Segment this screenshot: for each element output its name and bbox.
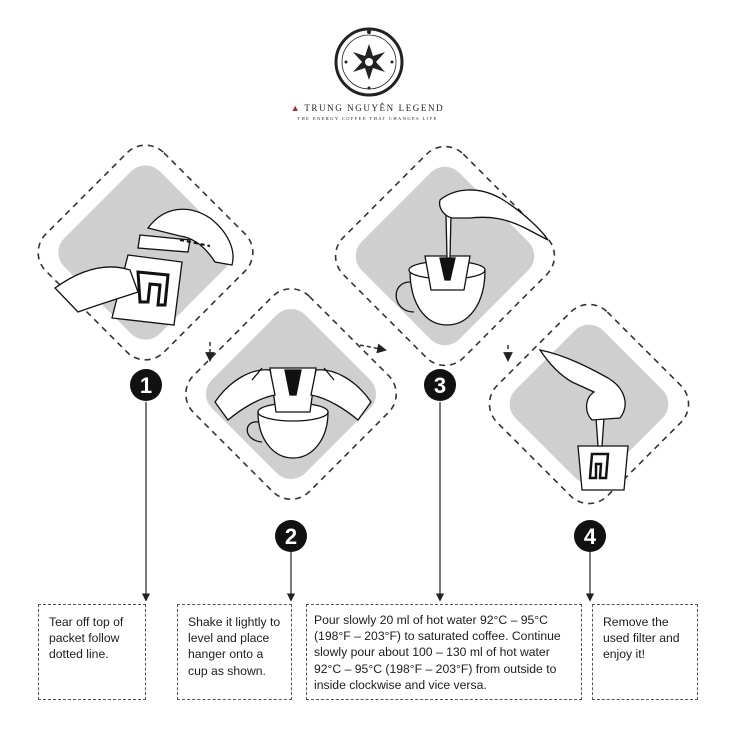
step-badge-2: 2 bbox=[275, 520, 307, 552]
step-badge-4-number: 4 bbox=[584, 524, 597, 549]
step-3-panel bbox=[334, 145, 556, 367]
step-2-panel bbox=[185, 288, 397, 500]
compass-star-emblem-icon bbox=[334, 27, 404, 97]
step-4-note: Remove the used filter and enjoy it! bbox=[592, 604, 698, 700]
brand-mark-icon: ▲ bbox=[290, 103, 302, 113]
step-1-panel bbox=[37, 144, 254, 361]
step-badge-1: 1 bbox=[130, 369, 162, 401]
step-1-note: Tear off top of packet follow dotted lin… bbox=[38, 604, 146, 700]
brand-tagline: THE ENERGY COFFEE THAT CHANGES LIFE bbox=[297, 116, 438, 121]
step-3-note: Pour slowly 20 ml of hot water 92°C – 95… bbox=[306, 604, 582, 700]
flow-arrows bbox=[205, 342, 513, 362]
leader-lines bbox=[141, 402, 595, 602]
hang-filter-on-cup-illustration bbox=[214, 367, 372, 459]
step-badge-3: 3 bbox=[424, 369, 456, 401]
step-badge-2-number: 2 bbox=[285, 524, 297, 549]
remove-filter-illustration bbox=[538, 349, 629, 491]
step-4-panel bbox=[488, 303, 690, 505]
pour-water-illustration bbox=[395, 189, 549, 326]
step-2-note: Shake it lightly to level and place hang… bbox=[177, 604, 292, 700]
step-badge-4: 4 bbox=[574, 520, 606, 552]
brand-name-text: TRUNG NGUYÊN LEGEND bbox=[304, 103, 445, 113]
tear-packet-illustration bbox=[54, 208, 234, 326]
step-badge-3-number: 3 bbox=[434, 373, 446, 398]
brand-name: ▲TRUNG NGUYÊN LEGEND bbox=[0, 103, 735, 113]
step-badge-1-number: 1 bbox=[140, 373, 152, 398]
